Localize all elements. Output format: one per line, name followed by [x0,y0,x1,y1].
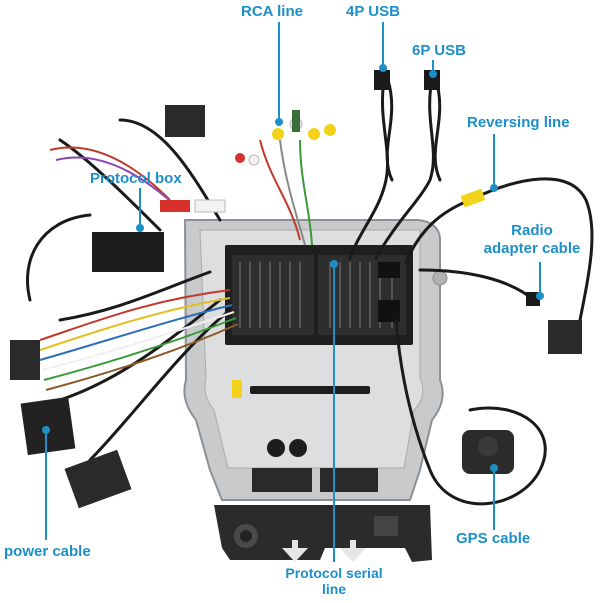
label-gps-cable: GPS cable [456,530,531,547]
label-4p-usb: 4P USB [346,3,400,20]
colored-wires [39,139,313,391]
label-radio-adapter-line1: Radio [511,222,553,239]
label-reversing-line: Reversing line [467,114,570,131]
connector-block [225,245,413,345]
label-protocol-box: Protocol box [90,170,182,187]
label-radio-adapter-line2: adapter cable [483,240,581,257]
rca-plugs [160,110,486,398]
label-power-cable: power cable [4,543,91,560]
connectors [10,70,582,509]
label-protocol-serial-line1: Protocol serial [285,565,383,581]
label-6p-usb: 6P USB [412,42,466,59]
label-protocol-serial-line2: line [321,581,347,597]
label-rca-line: RCA line [241,3,303,20]
leader-lines [42,22,544,562]
